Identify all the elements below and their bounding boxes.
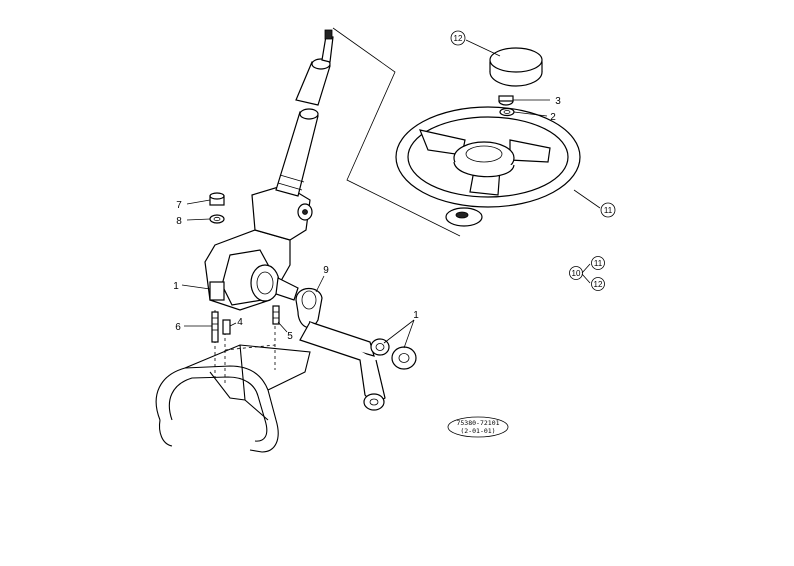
part-number-stamp: 75380-72101 (2-01-01) xyxy=(447,416,509,438)
horn-contact-plate xyxy=(445,207,483,227)
callout-4: 4 xyxy=(237,317,243,328)
svg-text:12: 12 xyxy=(454,34,463,43)
assembly-link-line xyxy=(332,27,461,237)
steering-column xyxy=(275,29,334,197)
callout-11-wheel: 11 xyxy=(600,202,616,218)
steering-wheel xyxy=(395,106,581,208)
steering-gearbox xyxy=(204,184,313,311)
callout-5: 5 xyxy=(287,331,293,342)
callout-12-group: 12 xyxy=(591,277,605,291)
callout-1-seals: 1 xyxy=(413,310,419,321)
svg-text:11: 11 xyxy=(604,206,613,215)
mount-washer xyxy=(209,214,225,224)
callout-2: 2 xyxy=(550,112,556,123)
tractor-front-frame xyxy=(155,310,311,453)
callout-3: 3 xyxy=(555,96,561,107)
svg-text:10: 10 xyxy=(572,269,581,278)
callout-6: 6 xyxy=(175,322,181,333)
svg-text:12: 12 xyxy=(594,280,603,289)
mount-nut xyxy=(209,192,225,206)
wheel-washer xyxy=(499,107,515,117)
stamp-line-1: 75380-72101 xyxy=(456,419,499,427)
svg-text:11: 11 xyxy=(594,259,603,268)
stud-bolt-long xyxy=(211,311,219,343)
callout-labels: 7 8 1 6 4 5 9 1 3 2 12 11 10 11 12 xyxy=(173,30,616,342)
horn-cap xyxy=(489,47,543,87)
callout-12-horn-cap: 12 xyxy=(450,30,466,46)
callout-11-group: 11 xyxy=(591,256,605,270)
callout-7: 7 xyxy=(176,200,182,211)
bearing-seal-right xyxy=(391,346,417,370)
callout-10-group: 10 xyxy=(569,263,591,284)
leader-lines xyxy=(181,39,601,349)
callout-8: 8 xyxy=(176,216,182,227)
stud-bolt-short xyxy=(272,305,280,325)
wheel-nut xyxy=(498,95,514,106)
stamp-line-2: (2-01-01) xyxy=(460,427,495,435)
pitman-arm xyxy=(295,287,386,411)
dowel-pin xyxy=(222,319,231,335)
callout-9: 9 xyxy=(323,265,329,276)
callout-1-gearbox: 1 xyxy=(173,281,179,292)
